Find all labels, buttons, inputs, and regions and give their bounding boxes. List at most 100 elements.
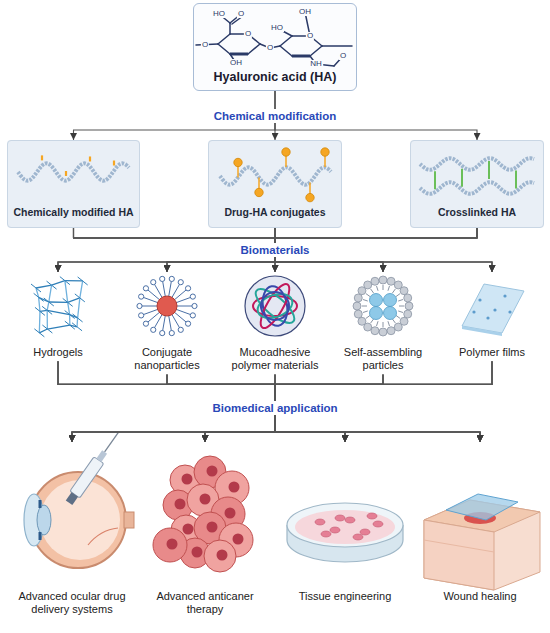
culture-medium xyxy=(295,510,395,544)
gel-strand xyxy=(36,285,52,288)
biomaterial-item: Mucoadhesive polymer materials xyxy=(223,272,327,374)
polymer-arm xyxy=(144,309,159,314)
ha-chain xyxy=(18,163,129,180)
amphiphile-head xyxy=(400,287,408,295)
amphiphile-tail xyxy=(398,311,403,313)
crosslink xyxy=(515,171,517,189)
arm-head xyxy=(185,286,190,291)
blood-vessel xyxy=(88,528,118,545)
gel-strand xyxy=(69,315,70,326)
tissue-cell xyxy=(321,531,331,537)
node-text: Polymer films xyxy=(442,346,542,359)
gel-strand xyxy=(34,329,44,337)
application-item: Advanced anticaner therapy xyxy=(140,442,270,618)
polymer-arm xyxy=(176,306,192,307)
cell-nucleus xyxy=(233,534,244,545)
gel-strand xyxy=(39,329,47,333)
syringe-hub xyxy=(96,450,107,462)
film-dot xyxy=(493,308,496,311)
amphiphile-head xyxy=(394,323,402,331)
film-icon xyxy=(462,284,524,336)
arm-head xyxy=(143,321,148,326)
arm-head xyxy=(190,313,195,318)
node-text: Chemically modified HA xyxy=(12,206,135,219)
node-text: Hyaluronic acid (HA) xyxy=(200,70,350,84)
cell-nucleus xyxy=(183,524,194,535)
gel-strand xyxy=(49,301,68,303)
wound-illustration xyxy=(424,494,540,590)
gel-strand xyxy=(73,314,83,322)
node-text: Wound healing xyxy=(417,590,543,603)
gel-strand xyxy=(39,297,40,311)
ring-edge xyxy=(230,54,310,56)
polymer-loop xyxy=(256,280,295,331)
box-fill xyxy=(208,140,342,228)
drug-linker xyxy=(324,155,326,167)
cargo-sphere xyxy=(384,294,397,307)
cell-nucleus xyxy=(225,508,236,519)
amphiphile-tail xyxy=(388,286,390,291)
flow-connector xyxy=(167,228,477,272)
arm-head xyxy=(160,276,165,281)
particle-body xyxy=(245,276,305,336)
polymer-arm xyxy=(148,312,160,322)
node-text: Drug-HA conjugates xyxy=(213,206,337,219)
gel-strand xyxy=(65,280,83,282)
amphiphile-tail xyxy=(392,289,395,293)
polymer-arm xyxy=(144,297,159,302)
arm-head xyxy=(178,280,183,285)
amphiphile-tail xyxy=(399,306,404,307)
atom-label: HO xyxy=(212,10,226,18)
atom-label: O xyxy=(266,44,274,52)
cell-nucleus xyxy=(192,547,203,558)
node-text: Self-assembling particles xyxy=(333,346,433,372)
drug-molecule xyxy=(306,193,314,201)
arm-head xyxy=(139,294,144,299)
bond-line xyxy=(229,23,231,34)
amphiphile-head xyxy=(353,302,361,310)
flow-connector xyxy=(58,361,480,442)
atom-label: O xyxy=(339,52,347,60)
tissue-cell xyxy=(345,517,355,523)
gel-strand xyxy=(65,281,68,303)
gel-strand xyxy=(47,325,69,329)
amphiphile-tail xyxy=(392,319,395,323)
biomaterial-item: Conjugate nanoparticles xyxy=(115,272,219,374)
film-edge xyxy=(462,326,502,336)
polymer-loop xyxy=(251,284,299,329)
cargo-sphere xyxy=(370,294,383,307)
gel-strand xyxy=(35,307,45,315)
film-sheet xyxy=(462,284,524,333)
gel-strand xyxy=(78,277,88,285)
arm-head xyxy=(169,330,174,335)
iris xyxy=(39,532,42,540)
amphiphile-tail xyxy=(371,319,374,323)
amphiphile-head xyxy=(387,277,395,285)
cell-nucleus xyxy=(182,474,193,485)
gel-strand xyxy=(47,310,49,329)
tissue-cell xyxy=(353,534,363,540)
ha-structure xyxy=(196,12,352,66)
tissue-cell xyxy=(330,527,340,533)
cancer-cell xyxy=(204,540,236,572)
box-fill xyxy=(193,3,357,91)
atom-label: O xyxy=(237,10,245,18)
amphiphile-tail xyxy=(377,286,379,291)
application-item: Advanced ocular drug delivery systems xyxy=(7,442,137,618)
gel-strand xyxy=(44,298,54,306)
bond-line xyxy=(218,34,230,44)
arm-head xyxy=(169,276,174,281)
skin-layer xyxy=(424,540,494,552)
arm-head xyxy=(160,330,165,335)
syringe-needle xyxy=(105,432,119,452)
mucoadhesive-icon xyxy=(245,276,305,336)
atom-label: O xyxy=(201,41,209,49)
polymer-arm xyxy=(169,315,172,331)
gel-strand xyxy=(78,298,80,318)
drug-linker xyxy=(309,183,311,195)
atom-label: O xyxy=(244,30,252,38)
crosslink xyxy=(434,171,436,189)
gel-strand xyxy=(39,311,41,332)
gel-strand xyxy=(40,310,47,311)
ha-chain xyxy=(220,167,331,184)
